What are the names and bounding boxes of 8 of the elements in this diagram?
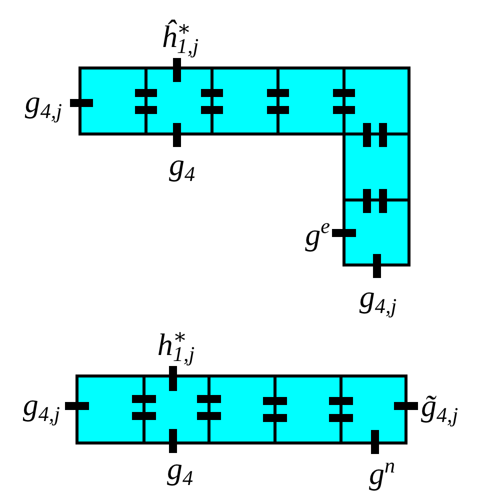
math-label: g$_{4}$ xyxy=(168,149,196,185)
math-label: g$^{e}$ xyxy=(305,216,330,250)
math-label: g$_{4,j}$ xyxy=(24,86,62,122)
math-label: g$_{4}$ xyxy=(166,453,194,489)
math-label: g$_{4,j}$ xyxy=(359,281,397,317)
math-label: g$^{n}$ xyxy=(368,455,396,489)
math-label: g̃$_{4,j}$ xyxy=(421,390,458,426)
math-label: g$_{4,j}$ xyxy=(22,389,60,425)
